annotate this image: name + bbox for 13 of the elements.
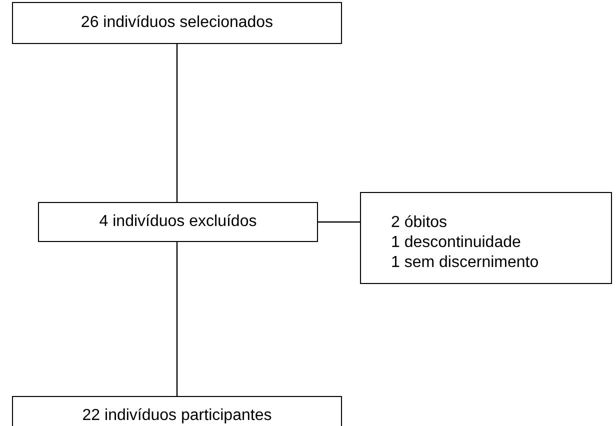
process-box <box>38 202 318 242</box>
box-text: 1 descontinuidade <box>391 233 521 253</box>
box-text: 1 sem discernimento <box>391 253 539 273</box>
box-text: 2 óbitos <box>391 213 448 233</box>
process-box <box>12 2 342 44</box>
box-text: 4 indivíduos excluídos <box>99 212 257 232</box>
connector-line <box>318 221 360 223</box>
process-box <box>360 192 612 284</box>
connector-line <box>176 44 178 202</box>
box-text: 26 indivíduos selecionados <box>80 13 274 33</box>
connector-line <box>176 242 178 396</box>
box-text: 22 indivíduos participantes <box>82 406 272 426</box>
process-box <box>12 396 342 426</box>
